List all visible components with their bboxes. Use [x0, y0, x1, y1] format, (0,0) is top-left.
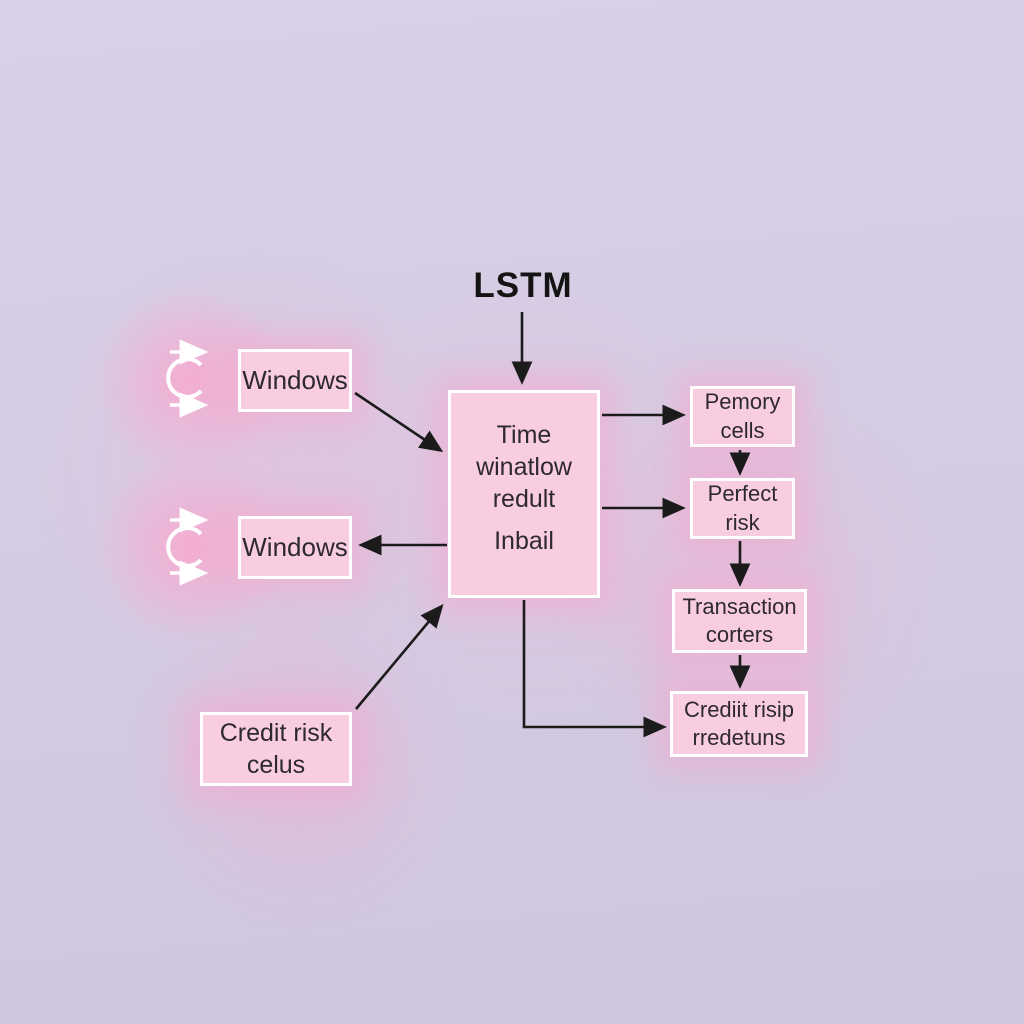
node-credit-risk: Credit risk celus [200, 712, 352, 786]
loop-arrows-icon-top [166, 339, 209, 418]
c-loop-icon [166, 526, 203, 568]
node-windows-top-label: Windows [242, 364, 348, 395]
node-transaction-label: Transaction corters [682, 593, 797, 647]
diagram-title: LSTM [473, 266, 573, 305]
node-windows-bottom: Windows [238, 516, 352, 579]
node-credit-outputs-label: Crediit risip rredetuns [683, 696, 795, 750]
node-perfect-risk: Perfect risk [690, 478, 795, 539]
node-windows-top: Windows [238, 349, 352, 412]
node-transaction: Transaction corters [672, 589, 807, 653]
node-lstm-center-sublabel: Inbail [494, 527, 554, 555]
node-windows-bottom-label: Windows [242, 531, 348, 562]
node-credit-outputs: Crediit risip rredetuns [670, 691, 808, 757]
arrow-windows-top-to-center [354, 391, 444, 453]
c-loop-icon [166, 357, 203, 399]
node-lstm-center-title: Time winatlow redult [476, 421, 572, 513]
arrow-center-to-credit-outputs [522, 600, 667, 738]
node-lstm-center: Time winatlow redult Inbail [448, 390, 600, 598]
loop-arrows-icon-bottom [166, 507, 209, 586]
node-memory-cells-label: Pemory cells [704, 389, 781, 443]
node-memory-cells: Pemory cells [690, 386, 795, 447]
node-perfect-risk-label: Perfect risk [707, 481, 778, 535]
node-credit-risk-label: Credit risk celus [219, 719, 333, 779]
arrow-credit-risk-to-center [355, 604, 444, 710]
